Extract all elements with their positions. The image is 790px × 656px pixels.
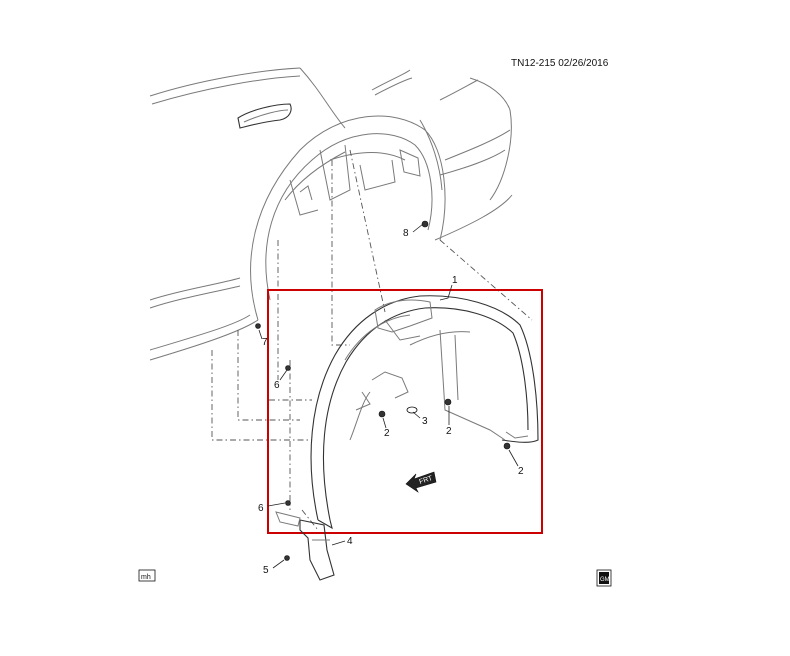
callout-2a: 2: [384, 428, 390, 439]
callout-4: 4: [347, 536, 353, 547]
document-reference: TN12-215 02/26/2016: [511, 58, 609, 69]
fasteners: [255, 220, 511, 561]
wheelhouse-liner: [310, 295, 539, 530]
callout-7: 7: [262, 337, 268, 348]
callouts: 1 2 2 2 3 4 5 6 6 7 8: [258, 228, 524, 576]
callout-6a: 6: [274, 380, 280, 391]
alignment-lines: [211, 149, 533, 531]
callout-2c: 2: [518, 466, 524, 477]
callout-2b: 2: [446, 426, 452, 437]
fastener-part-3: [406, 406, 418, 414]
callout-6b: 6: [258, 503, 264, 514]
highlight-box: [267, 289, 543, 534]
callout-3: 3: [422, 416, 428, 427]
frt-label: FRT: [418, 475, 434, 486]
callout-leaders: [258, 223, 519, 569]
mh-symbol: mh: [141, 574, 151, 581]
gm-symbol: GM: [600, 577, 610, 583]
fastener-part-2-c: [503, 442, 511, 450]
fastener-part-6-upper: [285, 365, 291, 371]
callout-1: 1: [452, 275, 458, 286]
front-direction-arrow: FRT: [405, 471, 437, 493]
gm-symbol-box: [596, 569, 612, 587]
mh-symbol-box: [138, 569, 156, 582]
callout-5: 5: [263, 565, 269, 576]
mud-flap: [275, 511, 335, 581]
vehicle-body-outline: [149, 67, 513, 361]
fastener-part-5: [284, 555, 290, 561]
fastener-part-6-lower: [285, 500, 291, 506]
corner-symbols: mh GM: [138, 569, 612, 587]
callout-8: 8: [403, 228, 409, 239]
fastener-part-2-b: [444, 398, 452, 406]
fastener-part-2-a: [378, 410, 386, 418]
fastener-part-8: [421, 220, 429, 228]
fastener-part-7: [255, 323, 261, 329]
